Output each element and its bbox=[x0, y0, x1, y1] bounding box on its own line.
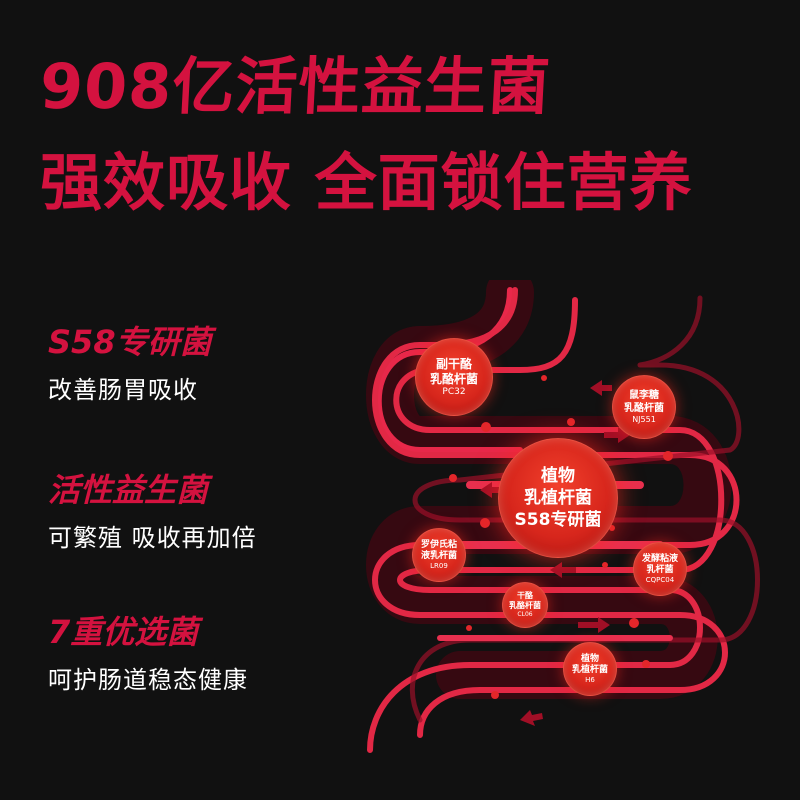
strain-name: 乳植杆菌 bbox=[571, 664, 608, 675]
feature-title: S58专研菌 bbox=[48, 323, 212, 361]
feature-s58: S58专研菌 改善肠胃吸收 bbox=[48, 322, 212, 406]
strain-name: 液乳杆菌 bbox=[420, 550, 457, 561]
strain-name: 乳酪杆菌 bbox=[509, 601, 541, 610]
strain-name: 干酪 bbox=[517, 591, 533, 600]
strain-bubble-h6: 植物 乳植杆菌 H6 bbox=[563, 642, 617, 696]
strain-code: CQPC04 bbox=[645, 575, 675, 584]
headline-line-2: 强效吸收 全面锁住营养 bbox=[40, 146, 693, 219]
strain-bubble-cqpc04: 发酵粘液 乳杆菌 CQPC04 bbox=[633, 542, 687, 596]
intestine-diagram: 副干酪 乳酪杆菌 PC32 鼠李糖 乳酪杆菌 NJ551 植物 乳植杆菌 S58… bbox=[360, 280, 800, 800]
strain-bubble-pc32: 副干酪 乳酪杆菌 PC32 bbox=[415, 338, 493, 416]
dot-icon bbox=[449, 375, 673, 699]
feature-seven-strains: 7重优选菌 呵护肠道稳态健康 bbox=[48, 612, 248, 696]
feature-desc: 呵护肠道稳态健康 bbox=[48, 666, 248, 694]
strain-bubble-nj551: 鼠李糖 乳酪杆菌 NJ551 bbox=[612, 375, 676, 439]
strain-code: PC32 bbox=[442, 386, 466, 397]
feature-active-probiotic: 活性益生菌 可繁殖 吸收再加倍 bbox=[48, 470, 257, 554]
strain-name: 副干酪 bbox=[435, 356, 472, 371]
feature-title: 活性益生菌 bbox=[48, 471, 209, 509]
strain-bubble-cl06: 干酪 乳酪杆菌 CL06 bbox=[502, 582, 548, 628]
strain-name: 鼠李糖 bbox=[629, 390, 659, 401]
strain-name: 乳酪杆菌 bbox=[624, 403, 664, 414]
feature-desc: 改善肠胃吸收 bbox=[48, 376, 198, 404]
strain-bubble-s58: 植物 乳植杆菌 S58专研菌 bbox=[498, 438, 618, 558]
strain-name: 发酵粘液 bbox=[641, 553, 678, 564]
strain-code: H6 bbox=[585, 675, 595, 684]
feature-desc: 可繁殖 吸收再加倍 bbox=[48, 524, 257, 552]
strain-code: NJ551 bbox=[632, 415, 656, 424]
strain-name: 罗伊氏粘 bbox=[420, 539, 457, 550]
strain-bubble-lr09: 罗伊氏粘 液乳杆菌 LR09 bbox=[412, 528, 466, 582]
strain-name: 乳酪杆菌 bbox=[429, 371, 478, 386]
strain-name: 乳植杆菌 bbox=[524, 488, 592, 508]
strain-code: S58专研菌 bbox=[514, 510, 602, 530]
strain-code: LR09 bbox=[430, 561, 448, 570]
strain-name: 植物 bbox=[541, 466, 575, 486]
feature-title: 7重优选菌 bbox=[48, 613, 199, 651]
strain-code: CL06 bbox=[517, 611, 533, 618]
headline-line-1: 908亿活性益生菌 bbox=[38, 50, 553, 123]
strain-name: 植物 bbox=[580, 653, 599, 664]
strain-name: 乳杆菌 bbox=[646, 564, 674, 575]
